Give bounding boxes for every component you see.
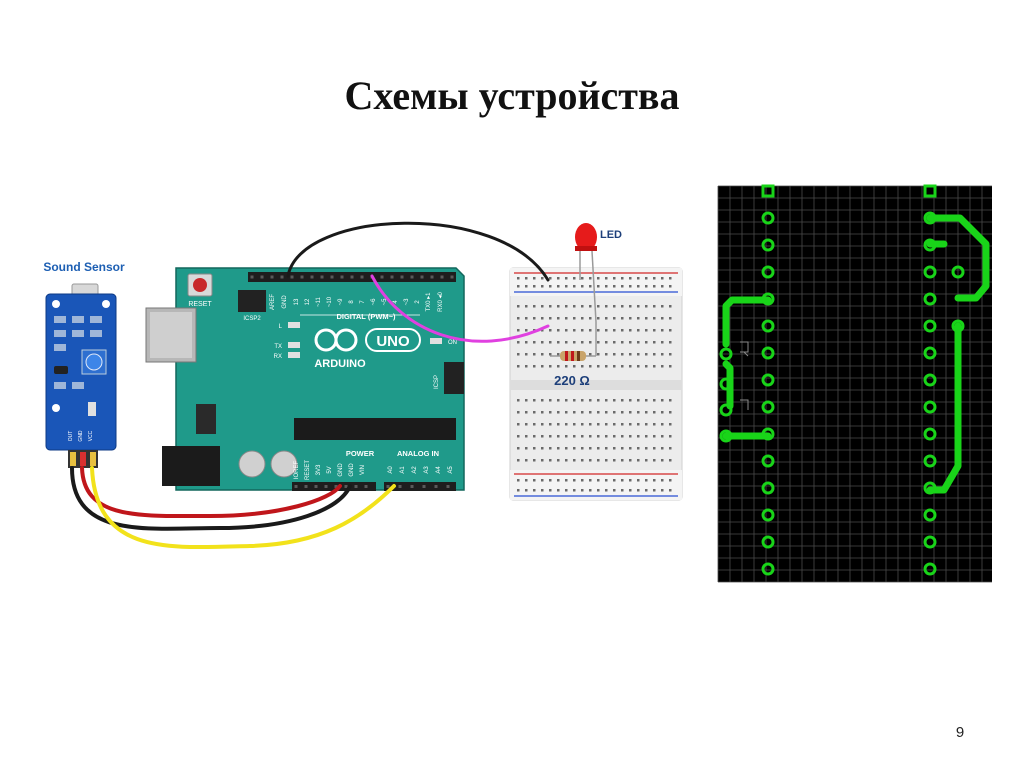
pcb-pad — [761, 427, 775, 441]
pin-label: ~6 — [371, 298, 377, 306]
pcb-pad — [923, 427, 937, 441]
pin-label: 13 — [294, 298, 300, 305]
pin-label: GND — [349, 463, 355, 477]
l-led-label: L — [279, 324, 283, 330]
pin-label: ~5 — [382, 298, 388, 306]
pcb-pad — [761, 265, 775, 279]
slide-title: Схемы устройства — [344, 73, 680, 118]
sensor-pin-label: OUT — [68, 431, 74, 442]
pin-label: A4 — [436, 466, 442, 474]
digital-header-label: DIGITAL (PWM~) — [336, 312, 396, 321]
svg-text:ARDUINO: ARDUINO — [314, 358, 366, 370]
tx-led-label: TX — [274, 344, 282, 350]
led: LED — [575, 223, 622, 323]
pcb-pad — [923, 373, 937, 387]
tx-pin-label: TX0 ▸1 — [426, 292, 432, 312]
pin-label: 8 — [349, 300, 355, 304]
pcb-pad — [923, 508, 937, 522]
pcb-pad — [923, 319, 937, 333]
pcb-pad — [761, 562, 775, 576]
pin-label: GND — [338, 463, 344, 477]
pcb-pad — [923, 292, 937, 306]
svg-text:UNO: UNO — [376, 333, 410, 350]
pcb-pad-square — [761, 184, 775, 198]
sensor-pin-label: VCC — [88, 430, 94, 441]
icsp-label: ICSP — [434, 375, 440, 389]
pin-label: 4 — [393, 300, 399, 304]
wires — [70, 221, 550, 550]
pcb-pad — [923, 238, 937, 252]
sound-sensor: Sound Sensor OUT GND VCC — [43, 260, 125, 468]
pcb-pad — [761, 346, 775, 360]
pin-label: 5V — [327, 466, 333, 473]
breadboard — [509, 267, 683, 501]
pin-label: 12 — [305, 298, 311, 305]
power-header-label: POWER — [346, 449, 375, 458]
analog-header-label: ANALOG IN — [397, 449, 439, 458]
pin-label: A5 — [448, 466, 454, 474]
pin-label: ~3 — [404, 298, 410, 306]
reset-label: RESET — [188, 301, 212, 308]
pin-label: 2 — [415, 300, 421, 304]
pin-label: 3V3 — [316, 464, 322, 475]
resistor-label: 220 Ω — [554, 373, 590, 388]
pin-label: RESET — [305, 460, 311, 480]
pcb-pad — [923, 562, 937, 576]
on-led-label: ON — [448, 340, 457, 346]
icsp2-label: ICSP2 — [243, 316, 261, 322]
pcb-pad — [923, 454, 937, 468]
pcb-pad — [761, 211, 775, 225]
led-label: LED — [600, 229, 622, 241]
pin-label: ~11 — [316, 296, 322, 306]
pcb-silkscreen — [740, 341, 749, 410]
pin-label: IOREF — [294, 461, 300, 480]
gnd-label: GND — [282, 295, 288, 309]
pcb-traces — [722, 214, 990, 494]
pcb-pad — [923, 535, 937, 549]
pcb-pad — [923, 265, 937, 279]
pcb-pad — [761, 292, 775, 306]
pcb-pad — [923, 346, 937, 360]
pcb-pad — [761, 454, 775, 468]
resistor: 220 Ω — [550, 322, 597, 388]
pcb-pad — [923, 211, 937, 225]
sensor-pin-label: GND — [78, 430, 84, 442]
pcb-pad — [761, 400, 775, 414]
pin-label: ~9 — [338, 298, 344, 306]
rx-pin-label: RX0 ◂0 — [438, 291, 444, 311]
pcb-pad — [761, 508, 775, 522]
pin-label: A2 — [412, 466, 418, 474]
rx-led-label: RX — [274, 354, 282, 360]
pcb-pad — [761, 481, 775, 495]
arduino-logo: ARDUINO UNO — [314, 328, 421, 370]
pin-label: VIN — [360, 465, 366, 475]
page-number: 9 — [955, 724, 965, 741]
aref-label: AREF — [270, 294, 276, 310]
pcb-extra-pads — [719, 265, 965, 443]
pin-label: ~10 — [327, 296, 333, 307]
pin-label: 7 — [360, 300, 366, 304]
pcb-pad — [761, 535, 775, 549]
pcb-pad — [761, 319, 775, 333]
pin-label: A3 — [424, 466, 430, 474]
pin-label: A1 — [400, 466, 406, 474]
pin-label: A0 — [388, 466, 394, 474]
pcb-pad-square — [923, 184, 937, 198]
pcb-pad — [761, 238, 775, 252]
pcb-pad — [761, 373, 775, 387]
sound-sensor-label: Sound Sensor — [43, 260, 125, 274]
pcb-pad — [923, 481, 937, 495]
pcb-pad — [923, 400, 937, 414]
